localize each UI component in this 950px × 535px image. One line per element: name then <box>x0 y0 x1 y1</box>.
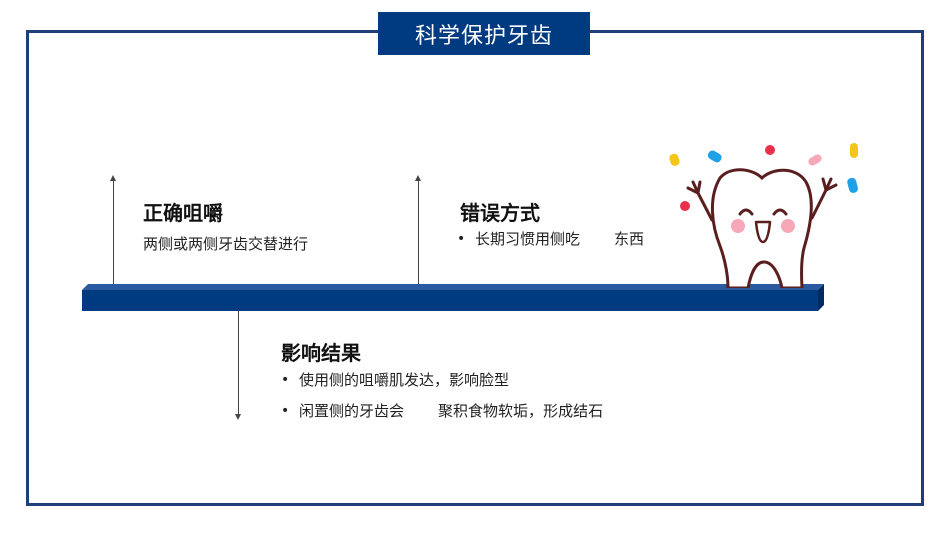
bullet-icon: • <box>281 402 290 419</box>
effect-bullet-2-b: 置 <box>314 402 330 420</box>
bullet-icon: • <box>457 230 466 247</box>
effect-bullet-2-f: 结 <box>573 402 589 420</box>
timeline-bar-side <box>818 284 824 311</box>
correct-heading: 正确咀嚼 <box>143 201 223 225</box>
wrong-text-b: 侧吃 <box>550 230 581 248</box>
wrong-heading: 错误方式 <box>460 201 540 225</box>
timeline-bar-top <box>82 284 824 290</box>
happy-tooth-icon <box>669 143 859 288</box>
effect-bullet-2-d: 聚积食物软垢， <box>438 402 544 420</box>
effect-bullet-2-g: 石 <box>588 402 604 420</box>
connector-line-wrong <box>418 180 419 284</box>
effect-bullet-2-e: 形成 <box>543 402 574 420</box>
slide-title: 科学保护牙齿 <box>378 12 590 55</box>
wrong-text-a: 长期习惯用 <box>475 230 551 248</box>
arrow-down-icon <box>235 414 241 420</box>
correct-text: 两侧或两侧牙齿交替进行 <box>143 235 309 253</box>
wrong-bullet: • 长期习惯用侧吃 东西 <box>457 228 644 249</box>
wrong-text-c: 东西 <box>614 230 645 248</box>
timeline-bar-front <box>82 290 818 311</box>
effect-bullet-1-text: 使用侧的咀嚼肌发达，影响脸型 <box>299 371 510 389</box>
effect-bullet-2-c: 侧的牙齿会 <box>329 402 405 420</box>
effect-bullet-2-a: 闲 <box>299 402 315 420</box>
arrow-up-icon <box>415 175 421 181</box>
connector-line-correct <box>113 180 114 284</box>
arrow-up-icon <box>110 175 116 181</box>
bullet-icon: • <box>281 371 290 388</box>
effect-bullet-2: • 闲置侧的牙齿会 聚积食物软垢，形成结石 <box>281 400 603 421</box>
effect-bullet-1: • 使用侧的咀嚼肌发达，影响脸型 <box>281 369 509 390</box>
connector-line-effect <box>238 311 239 414</box>
effect-heading: 影响结果 <box>281 341 361 365</box>
